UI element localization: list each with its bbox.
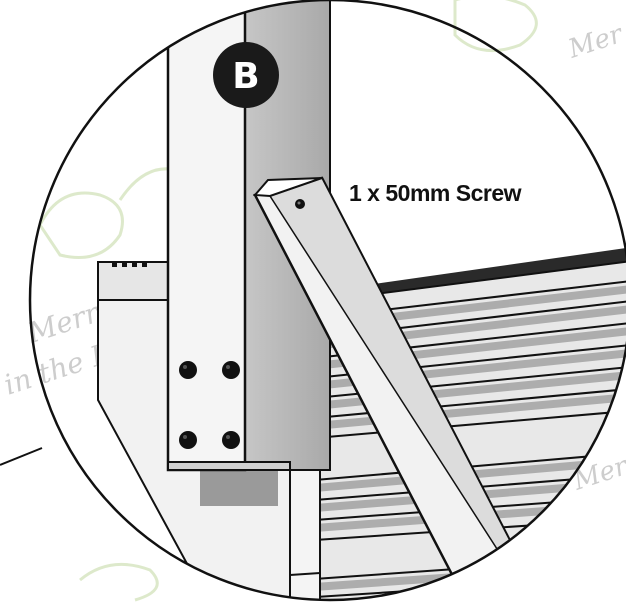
post-shadow	[200, 470, 278, 506]
brace-end	[252, 177, 323, 198]
screw-callout-label: 1 x 50mm Screw	[349, 180, 522, 206]
step-badge-label: B	[232, 56, 259, 97]
frame-nail-dots	[112, 263, 147, 267]
magnifier-leader-line	[0, 447, 43, 466]
magnifier-circle	[28, 0, 626, 602]
base-frame-top	[97, 261, 169, 301]
step-badge: B	[213, 42, 279, 108]
bolt-hole-1	[179, 361, 197, 379]
bolt-hole-2	[222, 361, 240, 379]
bolt-holes	[179, 361, 240, 449]
post-bottom	[167, 461, 291, 471]
watermark-logo-bottom	[79, 562, 159, 602]
bolt-hole-3	[179, 431, 197, 449]
watermark-text-3: Mer	[564, 19, 626, 65]
bolt-hole-4	[222, 431, 240, 449]
magnified-view	[97, 0, 626, 600]
